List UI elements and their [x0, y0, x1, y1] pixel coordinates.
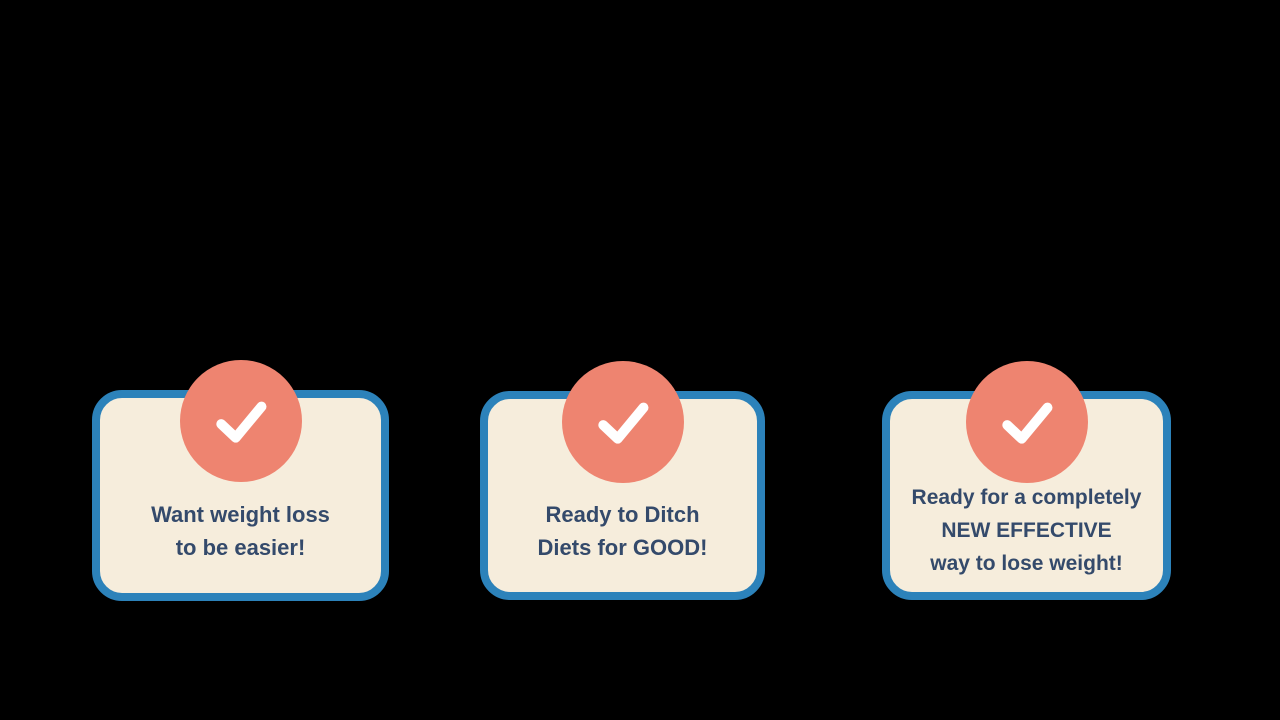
card-line: Ready for a completely	[911, 486, 1142, 509]
card-line: Want weight loss	[151, 501, 330, 527]
card-text-2: Ready to Ditch Diets for GOOD!	[488, 498, 757, 564]
card-text-3: Ready for a completely NEW EFFECTIVE way…	[890, 481, 1163, 580]
card-line: to be easier!	[175, 534, 306, 560]
checkmark-icon	[215, 401, 266, 443]
benefit-card-3: Ready for a completely NEW EFFECTIVE way…	[882, 361, 1171, 600]
check-circle	[561, 361, 684, 483]
checkmark-icon	[1001, 402, 1052, 444]
checkmark-icon	[597, 402, 648, 444]
card-line: NEW EFFECTIVE	[941, 519, 1112, 542]
card-line: Ready to Ditch	[545, 501, 700, 527]
check-circle	[179, 360, 302, 482]
card-line: Diets for GOOD!	[537, 534, 708, 560]
card-line: way to lose weight!	[930, 552, 1123, 575]
benefit-card-2: Ready to Ditch Diets for GOOD!	[480, 361, 765, 600]
card-text-1: Want weight loss to be easier!	[100, 498, 381, 564]
benefit-card-1: Want weight loss to be easier!	[92, 360, 389, 601]
check-circle	[965, 361, 1088, 483]
